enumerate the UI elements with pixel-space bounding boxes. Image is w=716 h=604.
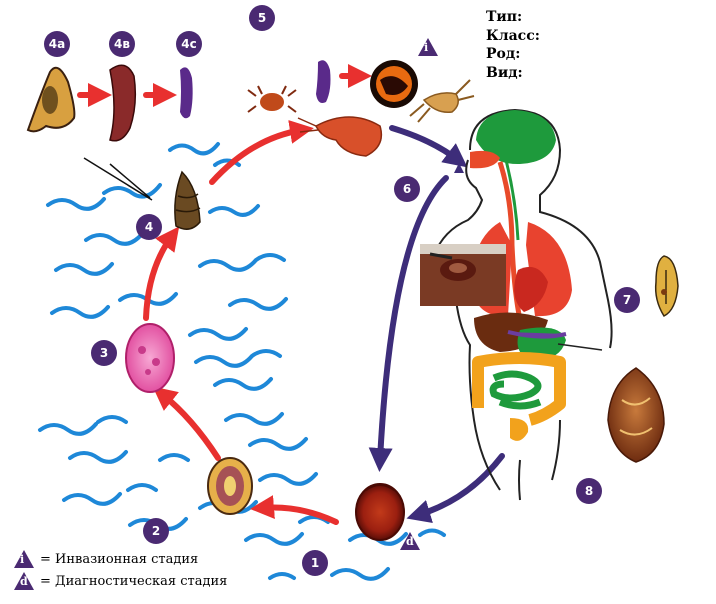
diagnostic-stage-marker: d <box>400 532 420 550</box>
small-intestine <box>489 370 542 410</box>
infective-stage-marker: i <box>418 38 438 56</box>
arrow-2-to-3 <box>152 386 221 461</box>
taxonomy-species-label: Вид: <box>486 64 523 81</box>
stage-badge-5: 5 <box>249 5 275 31</box>
arrow-4-to-5 <box>209 120 314 185</box>
stage-badge-4a: 4a <box>44 31 70 57</box>
pointer-line <box>557 343 603 351</box>
legend-infective-text: = Инвазионная стадия <box>40 551 199 567</box>
brain <box>476 110 556 165</box>
cyst-stage-5 <box>316 60 331 103</box>
large-intestine <box>472 352 566 426</box>
taxonomy-genus-label: Род: <box>486 46 521 62</box>
egg-stage-1 <box>355 483 405 541</box>
sporocyst-stage-3 <box>125 323 175 393</box>
legend-diagnostic: d = Диагностическая стадия <box>14 572 227 590</box>
crayfish <box>409 79 475 123</box>
pancreas <box>507 330 567 339</box>
heart <box>514 266 548 312</box>
arrow-8-to-1 <box>406 453 505 524</box>
stage-badge-8: 8 <box>576 478 602 504</box>
arrow-mouth-to-egg <box>368 175 449 472</box>
stage-badge-4c: 4c <box>176 31 202 57</box>
appendix <box>510 418 529 441</box>
microscope-inset <box>420 244 506 306</box>
legend-diagnostic-text: = Диагностическая стадия <box>40 573 228 589</box>
diagnostic-legend-icon: d <box>14 572 34 590</box>
miracidium-stage-2 <box>207 457 253 515</box>
shrimp <box>297 116 383 157</box>
red-cycle-arrows <box>77 64 372 525</box>
taxonomy-class-label: Класс: <box>486 27 540 44</box>
purple-cycle-arrows <box>368 125 505 524</box>
small-triangle-icon <box>454 163 464 173</box>
adult-fluke-stage-8 <box>607 367 665 463</box>
metacercaria-4c <box>180 67 193 119</box>
stage-badge-4: 4 <box>136 214 162 240</box>
stage-badge-1: 1 <box>302 550 328 576</box>
trachea <box>504 159 520 241</box>
snail-stage-4 <box>83 157 201 230</box>
body-outline <box>431 108 613 501</box>
stage-badge-4v: 4в <box>109 31 135 57</box>
arrow-5-to-host <box>389 125 468 168</box>
stage-badge-3: 3 <box>91 340 117 366</box>
adult-fluke-stage-7 <box>654 255 679 317</box>
stage-badge-2: 2 <box>143 518 169 544</box>
infective-legend-icon: i <box>14 550 34 568</box>
arrow-1-to-2 <box>250 495 339 525</box>
redia-4a <box>26 66 76 133</box>
mouth-entry-marker <box>452 160 466 179</box>
legend-infective: i = Инвазионная стадия <box>14 550 198 568</box>
stage-badge-6: 6 <box>394 176 420 202</box>
taxonomy-type-label: Тип: <box>486 9 523 25</box>
infective-cyst-image <box>370 60 418 108</box>
stage-badge-7: 7 <box>614 287 640 313</box>
mouth-nose <box>470 150 500 169</box>
taxonomy-block: Тип: Класс: Род: Вид: <box>486 8 540 82</box>
cercaria-4v <box>109 64 137 142</box>
arrow-3-to-4 <box>143 226 180 321</box>
crab <box>247 85 297 113</box>
